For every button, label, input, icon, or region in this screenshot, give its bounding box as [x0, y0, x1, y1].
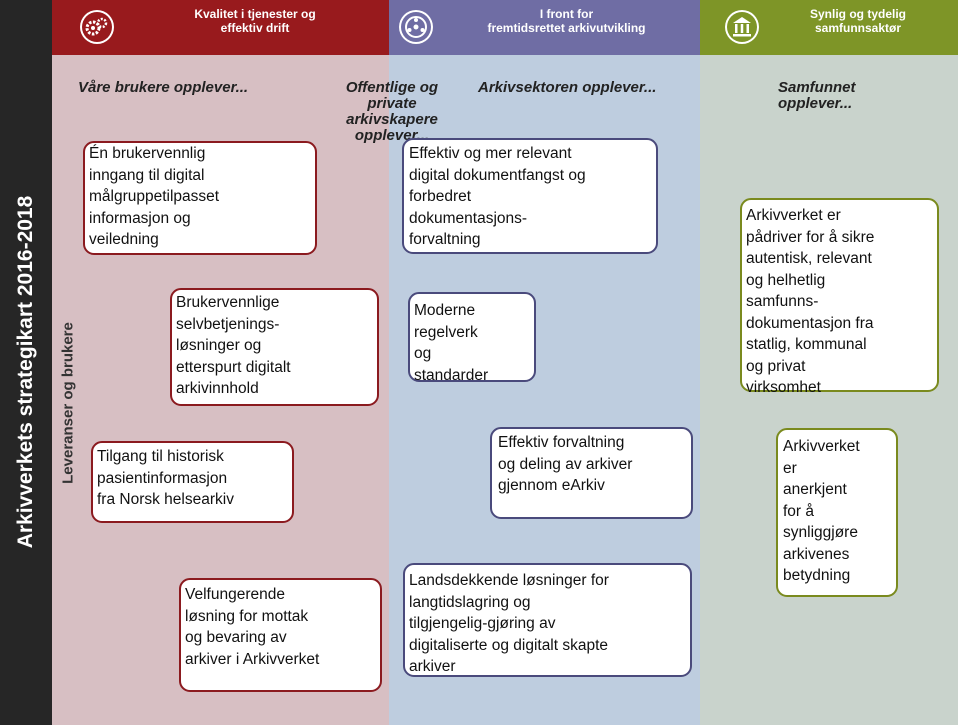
goal-box-recognition [776, 428, 898, 597]
goal-box-earkiv [490, 427, 693, 519]
goal-box-document-capture [402, 138, 658, 254]
goal-box-patient-info [91, 441, 294, 523]
building-icon [725, 10, 759, 44]
section-sector: Arkivsektoren opplever... [478, 79, 657, 96]
section-users: Våre brukere opplever... [78, 79, 249, 96]
goal-box-reception [179, 578, 382, 692]
people-circle-icon [399, 10, 433, 44]
goal-box-self-service [170, 288, 379, 406]
side-title-bar [0, 0, 52, 725]
goal-box-one-entry [83, 141, 317, 255]
goal-box-storage [403, 563, 692, 677]
goal-box-regulations [408, 292, 536, 382]
gears-icon [80, 10, 114, 44]
goal-box-documentation [740, 198, 939, 392]
